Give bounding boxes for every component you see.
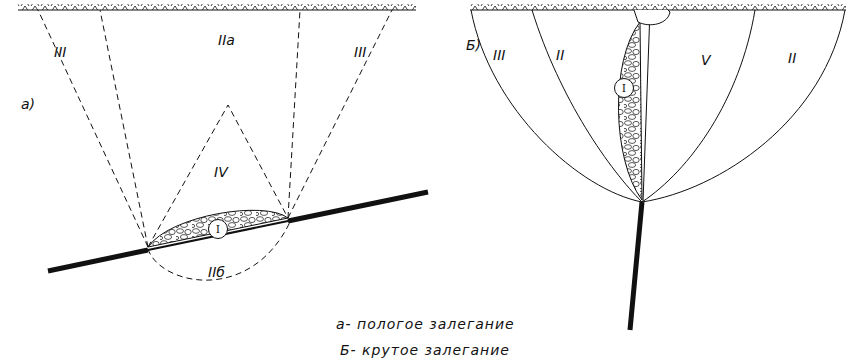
caption-line: а- пологое залегание bbox=[336, 317, 515, 331]
caption-line: Б- крутое залегание bbox=[340, 343, 510, 357]
zone-number: III bbox=[54, 45, 66, 59]
zone-number: IIа bbox=[218, 33, 235, 47]
zone-number: II bbox=[556, 48, 564, 62]
zone-number: III bbox=[493, 48, 505, 62]
ore-body-number: I bbox=[622, 83, 626, 94]
ore-body-circle: I bbox=[208, 219, 228, 239]
label: а) bbox=[21, 97, 35, 111]
zone-number: II bbox=[788, 51, 796, 65]
zone-number: III bbox=[354, 45, 366, 59]
zone-number: V bbox=[701, 53, 711, 67]
zone-number: IIб bbox=[208, 265, 225, 279]
label: Б) bbox=[466, 38, 481, 52]
zone-number: IV bbox=[214, 165, 228, 179]
ore-body-number: I bbox=[216, 224, 220, 235]
ore-body-circle: I bbox=[614, 78, 634, 98]
